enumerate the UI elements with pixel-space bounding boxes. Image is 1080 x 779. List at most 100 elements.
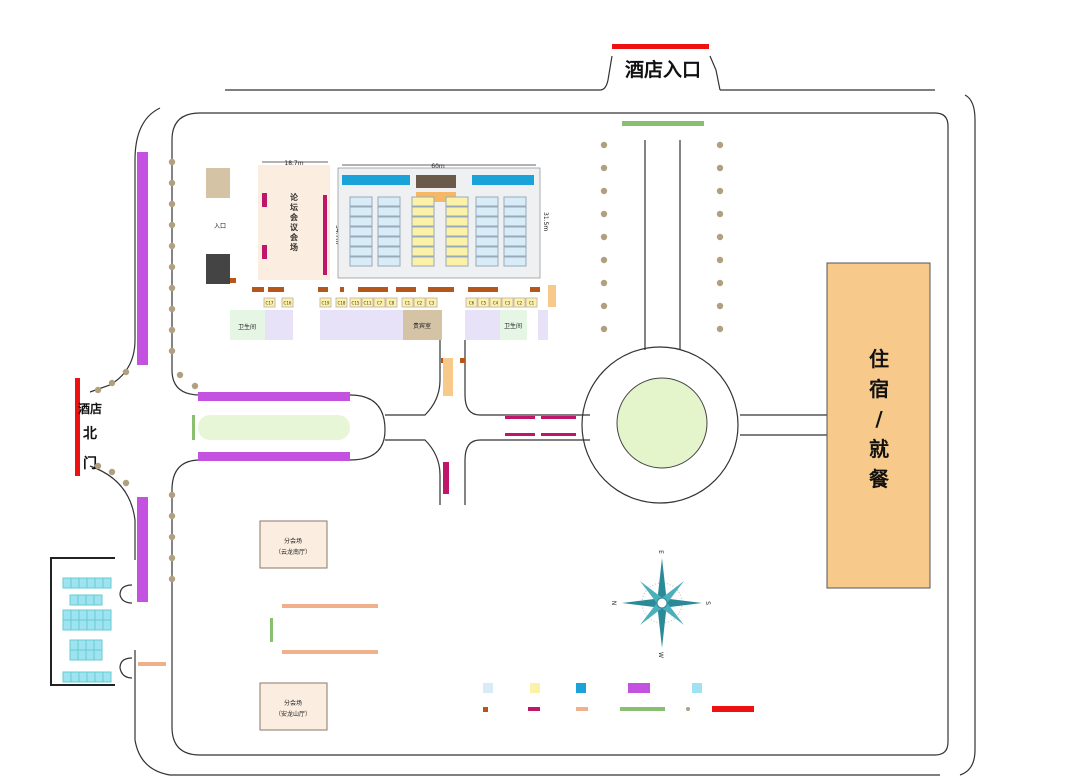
exhibit-booth [377, 236, 401, 247]
tree-icon [176, 371, 184, 379]
left-booth [85, 649, 95, 661]
c-booth [401, 297, 414, 308]
forum-hall-label-char: 场 [290, 242, 298, 252]
left-booth [102, 577, 112, 589]
purple-booth-strip [198, 452, 350, 461]
left-booth [102, 619, 112, 631]
tree-icon [716, 302, 724, 310]
exhibit-booth [445, 226, 469, 237]
left-booth [94, 609, 104, 621]
left-booths [62, 577, 112, 683]
c-booth-label: C16 [284, 301, 292, 306]
north-gate-label-line1: 酒店 [78, 401, 102, 416]
tree-icon [168, 533, 176, 541]
c-booth [465, 297, 478, 308]
c-booth [319, 297, 332, 308]
exhibit-booth [445, 196, 469, 207]
sub-venue-2-title: 分会场 [284, 699, 302, 707]
left-booth-area [50, 557, 115, 686]
exhibit-booth [349, 236, 373, 247]
left-booth [86, 577, 96, 589]
ad-strip [505, 416, 535, 419]
left-booth [70, 577, 80, 589]
greenbelt-sub [270, 618, 273, 642]
c-booth-label: C5 [481, 301, 487, 306]
exhibit-booth [503, 256, 527, 267]
entry-label: 入口 [214, 223, 226, 230]
legend [483, 683, 754, 712]
tree-icon [600, 187, 608, 195]
c-booth [361, 297, 374, 308]
exhibit-booth [377, 226, 401, 237]
stage-area [416, 175, 456, 188]
ad-strip [268, 287, 284, 292]
exhibit-booth-row [342, 175, 410, 185]
left-booth [94, 671, 104, 683]
tree-icon [168, 242, 176, 250]
restroom-left-label: 卫生间 [238, 323, 256, 331]
tree-icon [716, 233, 724, 241]
c-booth-label: C1 [405, 301, 411, 306]
registration-room [206, 168, 230, 198]
exhibit-booth [349, 246, 373, 257]
c-booth [263, 297, 276, 308]
c-booth [281, 297, 294, 308]
lodging-dining-building [826, 262, 931, 589]
exhibit-booth [411, 196, 435, 207]
tree-icon [191, 382, 199, 390]
forum-hall [258, 165, 330, 280]
roundabout-island [616, 377, 708, 469]
c-booth [477, 297, 490, 308]
tree-icon [94, 462, 102, 470]
left-booth [62, 609, 72, 621]
left-booth [86, 671, 96, 683]
ad-strip [505, 433, 535, 436]
restroom-right-label: 卫生间 [504, 322, 522, 330]
lodging-dining-label: 住 宿 / 就 餐 [869, 347, 890, 491]
left-booth [77, 594, 87, 606]
c-booth-label: C3 [505, 301, 511, 306]
legend-swatch [620, 707, 665, 711]
tree-icon [716, 187, 724, 195]
exhibit-booth [377, 246, 401, 257]
road-hook [119, 584, 133, 604]
purple-booth-strip [137, 497, 148, 602]
sub-venue-2 [259, 682, 328, 731]
tree-icon [168, 554, 176, 562]
tree-icon [168, 512, 176, 520]
roundabout-outer [581, 346, 739, 504]
exhibit-booth [377, 196, 401, 207]
ad-strip [530, 287, 540, 292]
left-booth [78, 619, 88, 631]
forum-hall-label-char: 坛 [290, 202, 298, 212]
compass-w: W [657, 652, 664, 658]
tree-icon [168, 284, 176, 292]
left-booth [78, 609, 88, 621]
road-hook [119, 657, 133, 679]
ad-strip [443, 462, 449, 494]
ad-strip [262, 193, 267, 207]
c-booth-label: C7 [377, 301, 383, 306]
c-booth-label: C17 [266, 301, 274, 306]
road-edge-east [740, 414, 828, 436]
exhibit-booth [475, 216, 499, 227]
exhibit-booth [411, 236, 435, 247]
c-booth [373, 297, 386, 308]
road-lines [89, 55, 976, 776]
left-booth [93, 649, 103, 661]
tree-icon [122, 479, 130, 487]
info-strip [548, 285, 556, 307]
purple-booth-strip [137, 152, 148, 365]
c-booth-label: C2 [517, 301, 523, 306]
c-booth [501, 297, 514, 308]
c-booth [489, 297, 502, 308]
forum-height-label: 34.7m [334, 225, 341, 244]
room-lavender [320, 310, 403, 340]
vip-room-label: 贵宾室 [413, 322, 431, 330]
ad-strip [358, 287, 388, 292]
ad-strip [468, 287, 498, 292]
lodging-char: 住 [869, 347, 889, 371]
lodging-char: 就 [869, 437, 889, 461]
